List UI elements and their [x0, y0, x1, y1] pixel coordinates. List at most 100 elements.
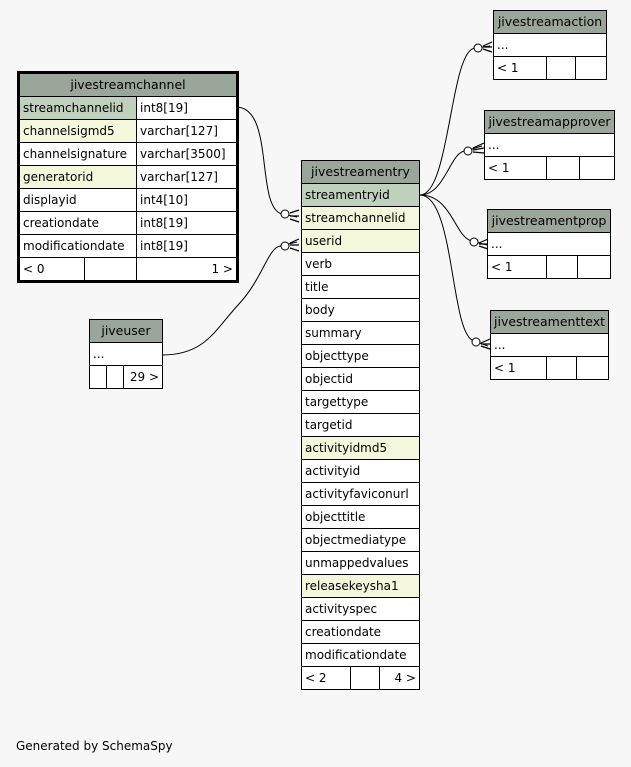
parents-count[interactable]: < 1: [487, 255, 547, 279]
table-row: ...: [487, 232, 611, 256]
children-count[interactable]: 29 >: [122, 365, 164, 389]
crowfoot-mark: [289, 238, 300, 252]
link-user-entry: [161, 241, 298, 356]
column-type: varchar[127]: [136, 165, 238, 189]
column-name: creationdate: [301, 620, 420, 644]
column-name: streamentryid: [301, 183, 420, 207]
table-title: jivestreamapprover: [483, 110, 616, 134]
link-end-circle: [469, 237, 479, 247]
table-footer: < 2 4 >: [301, 666, 420, 690]
table-row: objectmediatype: [301, 528, 420, 552]
table-footer: < 0 1 >: [18, 257, 238, 282]
column-name: activityidmd5: [301, 436, 420, 460]
column-name: displayid: [18, 188, 137, 212]
table-row: ...: [483, 133, 616, 157]
elided-columns: ...: [88, 342, 164, 366]
table-row: creationdate: [301, 620, 420, 644]
table-row: activityspec: [301, 597, 420, 621]
table-title: jivestreamentry: [301, 160, 420, 184]
parents-count[interactable]: < 1: [490, 356, 547, 380]
children-count[interactable]: 4 >: [379, 666, 420, 690]
column-name: streamchannelid: [301, 206, 420, 230]
crowfoot-mark: [472, 142, 485, 154]
crowfoot-mark: [480, 338, 491, 350]
link-channel-entry: [235, 106, 298, 218]
column-name: modificationdate: [18, 234, 137, 258]
link-end-circle: [473, 43, 483, 53]
table-row: title: [301, 275, 420, 299]
column-name: streamchannelid: [18, 96, 137, 120]
table-row: ...: [490, 333, 609, 357]
table-row: verb: [301, 252, 420, 276]
children-count[interactable]: 1 >: [136, 257, 238, 282]
column-name: channelsignature: [18, 142, 137, 166]
column-type: varchar[127]: [136, 119, 238, 143]
table-row: userid: [301, 229, 420, 253]
table-row: modificationdate: [301, 643, 420, 667]
table-jivestreamentprop[interactable]: jivestreamentprop ... < 1: [487, 209, 611, 279]
column-name: generatorid: [18, 165, 137, 189]
table-row: objecttype: [301, 344, 420, 368]
column-name: unmappedvalues: [301, 551, 420, 575]
crowfoot-mark: [289, 209, 300, 223]
column-name: creationdate: [18, 211, 137, 235]
link-entry-approver: [419, 145, 483, 196]
table-jiveuser[interactable]: jiveuser ... 29 >: [88, 319, 164, 389]
column-name: objecttitle: [301, 505, 420, 529]
link-entry-enttext: [419, 194, 489, 347]
table-row: ...: [88, 342, 164, 366]
crowfoot-mark: [482, 41, 493, 53]
column-name: targettype: [301, 390, 420, 414]
link-end-circle: [280, 209, 290, 219]
table-row: unmappedvalues: [301, 551, 420, 575]
table-row: ...: [493, 33, 607, 57]
table-title: jivestreamenttext: [490, 310, 609, 334]
column-name: activityfaviconurl: [301, 482, 420, 506]
table-row: targettype: [301, 390, 420, 414]
parents-count[interactable]: < 2: [301, 666, 351, 690]
table-row: targetid: [301, 413, 420, 437]
column-type: int8[19]: [136, 211, 238, 235]
table-row: streamentryid: [301, 183, 420, 207]
table-title: jiveuser: [88, 319, 164, 343]
crowfoot-mark: [478, 238, 489, 250]
column-type: int4[10]: [136, 188, 238, 212]
table-jivestreamapprover[interactable]: jivestreamapprover ... < 1: [483, 110, 616, 180]
table-footer: 29 >: [89, 365, 164, 389]
table-row: objectid: [301, 367, 420, 391]
table-footer: < 1: [487, 255, 611, 279]
elided-columns: ...: [487, 232, 611, 256]
table-row: objecttitle: [301, 505, 420, 529]
column-name: objectid: [301, 367, 420, 391]
table-footer: < 1: [490, 356, 609, 380]
link-end-circle: [463, 146, 473, 156]
table-row: releasekeysha1: [301, 574, 420, 598]
table-footer: < 1: [484, 156, 616, 180]
table-row: activityfaviconurl: [301, 482, 420, 506]
parents-count[interactable]: < 1: [484, 156, 547, 180]
elided-columns: ...: [490, 333, 609, 357]
column-name: objectmediatype: [301, 528, 420, 552]
table-jivestreamenttext[interactable]: jivestreamenttext ... < 1: [490, 310, 609, 380]
parents-count[interactable]: < 1: [493, 56, 547, 80]
link-entry-entprop: [419, 194, 488, 246]
parents-count[interactable]: < 0: [20, 258, 85, 280]
generated-by-text: Generated by SchemaSpy: [16, 739, 173, 753]
table-row: streamchannelid: [301, 206, 420, 230]
column-name: releasekeysha1: [301, 574, 420, 598]
column-name: modificationdate: [301, 643, 420, 667]
column-name: userid: [301, 229, 420, 253]
table-jivestreamaction[interactable]: jivestreamaction ... < 1: [493, 10, 607, 80]
column-name: summary: [301, 321, 420, 345]
link-entry-action: [419, 45, 491, 196]
